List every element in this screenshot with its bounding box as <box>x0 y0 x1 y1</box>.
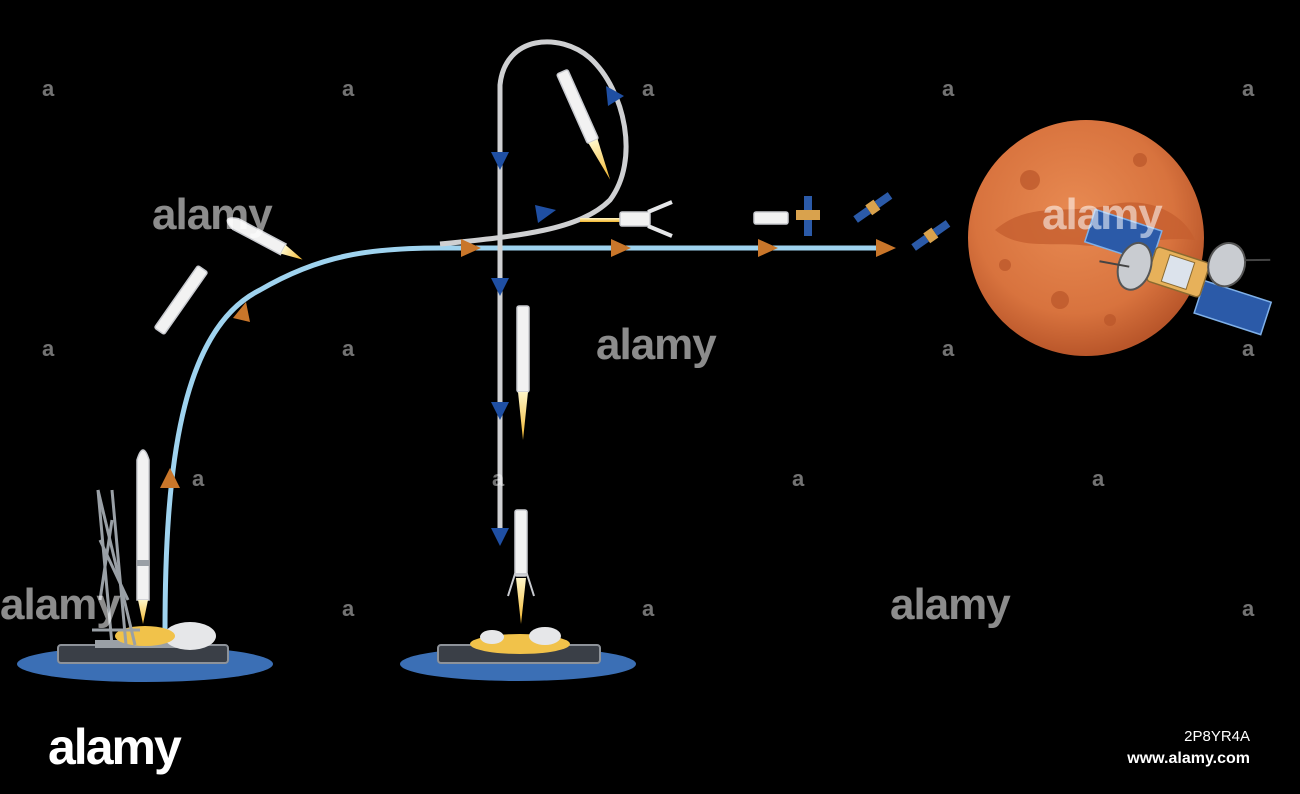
return-arrow <box>606 86 624 106</box>
watermark-mark: a <box>1242 336 1254 361</box>
watermark-brand: alamy <box>152 190 273 239</box>
watermark-mark: a <box>792 466 804 491</box>
watermark-mark: a <box>642 76 654 101</box>
watermark-brand: alamy <box>596 320 717 369</box>
ascent-arrow <box>233 302 250 322</box>
watermark-brand: alamy <box>1042 190 1163 239</box>
booster-icon <box>154 265 208 335</box>
satellite-icon <box>911 220 951 251</box>
return-trajectory-loop <box>439 39 629 540</box>
watermark-mark: a <box>492 466 504 491</box>
return-arrow <box>491 152 509 170</box>
landing-site <box>400 627 636 681</box>
watermark-mark: a <box>942 76 954 101</box>
booster-icon <box>516 305 530 440</box>
satellite-icon <box>753 196 820 236</box>
return-arrow <box>491 402 509 420</box>
satellite-icon <box>853 192 893 223</box>
launch-tower-icon <box>92 489 140 646</box>
image-id-label: 2P8YR4A <box>1184 728 1250 745</box>
watermark-mark: a <box>342 596 354 621</box>
watermark-mark: a <box>1242 596 1254 621</box>
ascent-arrow <box>611 239 631 257</box>
ascent-arrow <box>461 239 481 257</box>
rocket-icon <box>580 200 673 238</box>
watermark-mark: a <box>1242 76 1254 101</box>
booster-icon <box>556 69 611 180</box>
alamy-logo: alamy <box>48 719 182 775</box>
watermark-brand: alamy <box>0 580 121 629</box>
watermark-mark: a <box>192 466 204 491</box>
watermark-mark: a <box>42 336 54 361</box>
watermark-brand: alamy <box>890 580 1011 629</box>
watermark-mark: a <box>642 596 654 621</box>
ascent-arrow <box>876 239 896 257</box>
booster-icon <box>507 509 535 624</box>
watermark-mark: a <box>1092 466 1104 491</box>
watermark-mark: a <box>342 336 354 361</box>
site-url-label: www.alamy.com <box>1127 750 1250 767</box>
rocket-icon <box>226 217 303 260</box>
watermark-mark: a <box>342 76 354 101</box>
rocket-icon <box>136 449 150 624</box>
ascent-trajectory <box>162 245 885 633</box>
return-arrow <box>491 278 509 296</box>
satellite-icon <box>1083 208 1273 336</box>
watermark-mark: a <box>942 336 954 361</box>
launch-site <box>17 449 273 682</box>
ascent-arrow <box>160 468 180 488</box>
return-arrow <box>535 205 556 223</box>
return-arrow <box>491 528 509 546</box>
ascent-arrow <box>758 239 778 257</box>
watermark-mark: a <box>42 76 54 101</box>
